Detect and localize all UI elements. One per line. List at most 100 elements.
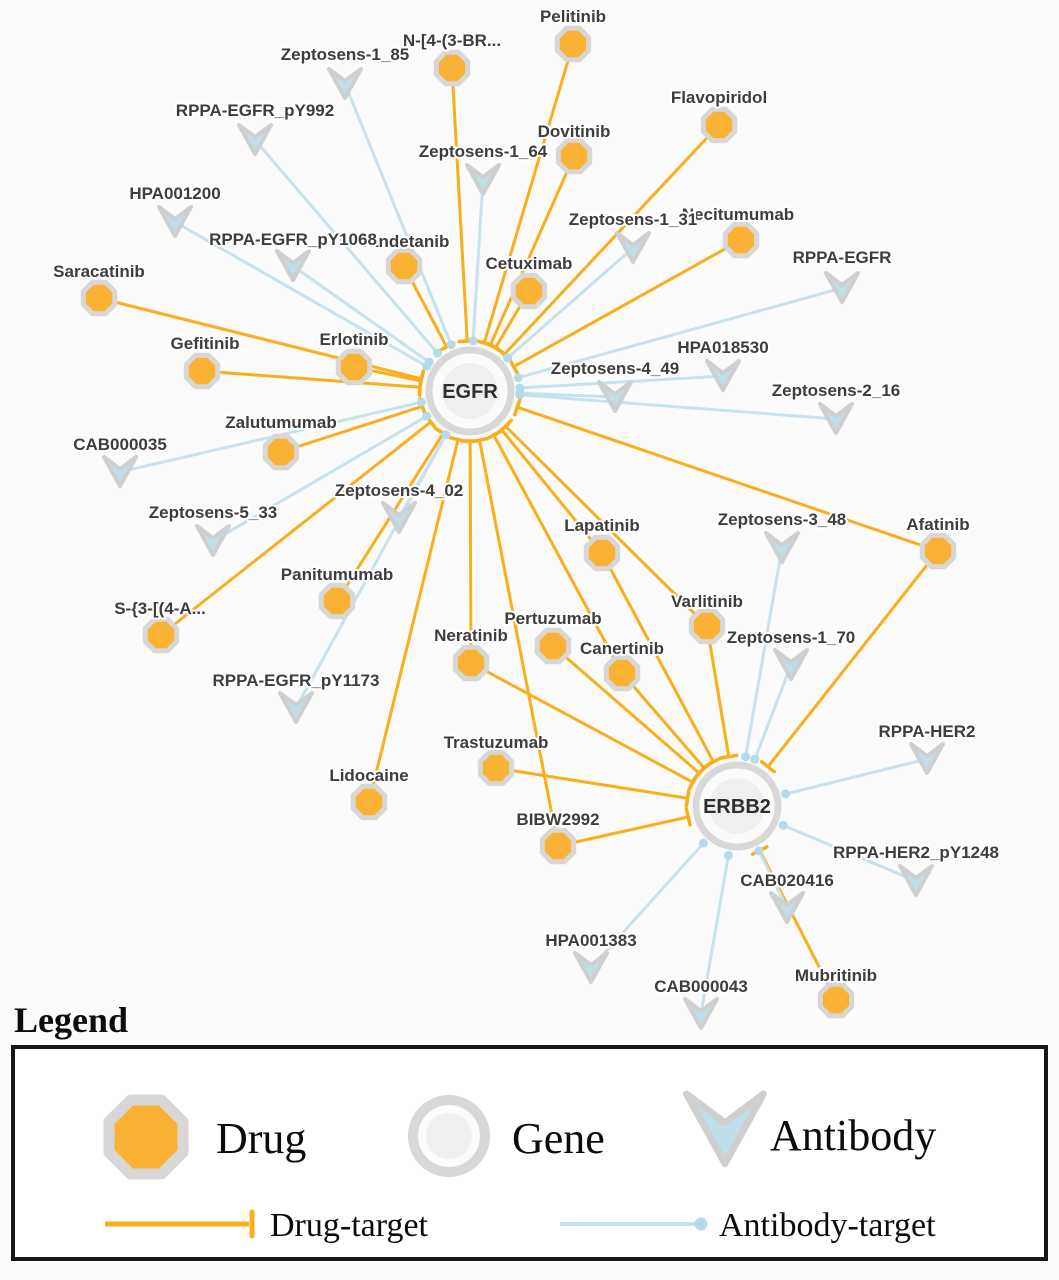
- antibody-target-edge: [294, 434, 448, 709]
- antibody-target-edge: [785, 757, 928, 796]
- drug-target-edge: [160, 420, 432, 637]
- antibody-node-cab020416: [769, 891, 805, 924]
- drug-label-lapatinib: Lapatinib: [564, 516, 640, 535]
- antibody-target-edge: [589, 842, 705, 970]
- drug-target-edge: [557, 815, 689, 848]
- drug-node-varlitinib: [688, 607, 726, 645]
- antibody-node-hpa018530: [705, 359, 741, 392]
- drug-label-dovitinib: Dovitinib: [538, 122, 611, 141]
- antibody-target-edge: [506, 246, 634, 360]
- drug-node-cetuximab: [510, 272, 548, 310]
- drug-target-edge: [492, 434, 624, 674]
- antibody-node-zeptosens-1-85: [327, 67, 363, 100]
- drug-target-edge: [500, 428, 604, 554]
- antibody-target-dot: [513, 373, 523, 383]
- antibody-target-dot: [741, 752, 751, 762]
- drug-node-necitumumab: [722, 221, 760, 259]
- drug-node-panitumumab: [318, 582, 356, 620]
- drug-node-vandetanib: [385, 247, 423, 285]
- antibody-node-hpa001383: [573, 951, 609, 984]
- antibody-node-zeptosens-5-33: [195, 524, 231, 557]
- node-layer: [80, 25, 957, 1030]
- legend-drug-icon: [103, 1094, 189, 1180]
- antibody-node-rppa-her2-py1248: [898, 864, 934, 897]
- drug-label-afatinib: Afatinib: [906, 515, 969, 534]
- legend-gene-icon-inner: [426, 1113, 472, 1159]
- drug-target-edge: [482, 43, 575, 344]
- antibody-target-dot: [441, 430, 451, 440]
- antibody-node-cab000043: [683, 997, 719, 1030]
- antibody-node-zeptosens-1-31: [615, 231, 651, 264]
- drug-target-edge: [478, 439, 560, 847]
- drug-label-pertuzumab: Pertuzumab: [504, 609, 601, 628]
- legend-antibody-target-dot: [694, 1217, 708, 1231]
- antibody-label-zeptosens-1-70: Zeptosens-1_70: [727, 628, 856, 647]
- antibody-node-zeptosens-1-70: [773, 648, 809, 681]
- drug-target-edge: [512, 238, 742, 368]
- drug-target-tee: [719, 753, 739, 760]
- antibody-node-zeptosens-1-64: [465, 163, 501, 196]
- drug-target-edge: [495, 766, 688, 800]
- antibody-label-rppa-egfr-py1068: RPPA-EGFR_pY1068: [209, 230, 377, 249]
- antibody-target-dot: [503, 353, 513, 363]
- drug-target-tee: [486, 342, 505, 354]
- drug-label-cetuximab: Cetuximab: [486, 254, 573, 273]
- gene-label-erbb2: ERBB2: [703, 796, 771, 818]
- antibody-node-zeptosens-2-16: [818, 402, 854, 435]
- antibody-target-edge: [744, 547, 784, 758]
- antibody-target-edge: [517, 286, 843, 380]
- antibody-target-edge: [519, 391, 616, 399]
- drug-label-s3-4a: S-{3-[(4-A...: [114, 599, 206, 618]
- gene-node-inner-erbb2: [709, 778, 765, 834]
- drug-node-trastuzumab: [477, 749, 515, 787]
- legend-drug-label: Drug: [216, 1114, 306, 1163]
- antibody-target-edge: [519, 374, 724, 390]
- drug-label-neratinib: Neratinib: [434, 626, 508, 645]
- antibody-target-dot: [723, 850, 733, 860]
- drug-target-edge: [600, 552, 715, 763]
- antibody-target-dot: [424, 357, 434, 367]
- drug-label-canertinib: Canertinib: [580, 639, 664, 658]
- drug-label-vandetanib: Vandetanib: [359, 232, 450, 251]
- antibody-label-rppa-her2-py1248: RPPA-HER2_pY1248: [833, 843, 999, 862]
- antibody-target-edge: [212, 414, 428, 543]
- antibody-target-dot: [781, 789, 791, 799]
- drug-target-edge: [468, 440, 473, 664]
- antibody-target-edge: [519, 393, 837, 421]
- antibody-node-rppa-her2: [909, 742, 945, 775]
- edge-layer: [98, 43, 940, 1015]
- antibody-target-dot: [699, 838, 709, 848]
- drug-target-tee: [512, 397, 522, 417]
- antibody-node-zeptosens-4-49: [597, 380, 633, 413]
- drug-target-edge: [201, 369, 421, 389]
- drug-label-n4-3br: N-[4-(3-BR...: [403, 31, 501, 50]
- drug-node-afatinib: [919, 532, 957, 570]
- antibody-target-edge: [753, 664, 793, 760]
- drug-node-zalutumumab: [262, 433, 300, 471]
- antibody-label-hpa018530: HPA018530: [677, 338, 768, 357]
- antibody-target-edge: [253, 139, 439, 355]
- drug-target-tee: [687, 773, 699, 792]
- antibody-label-zeptosens-4-49: Zeptosens-4_49: [551, 359, 680, 378]
- antibody-label-cab000035: CAB000035: [73, 435, 167, 454]
- antibody-label-zeptosens-3-48: Zeptosens-3_48: [718, 510, 847, 529]
- drug-target-edge: [516, 405, 939, 553]
- antibody-label-zeptosens-5-33: Zeptosens-5_33: [149, 503, 278, 522]
- drug-node-pertuzumab: [534, 627, 572, 665]
- drug-node-n4-3br: [433, 49, 471, 87]
- antibody-target-edge: [471, 179, 485, 342]
- legend-antibody-label: Antibody: [770, 1111, 936, 1160]
- drug-target-edge: [705, 625, 731, 757]
- drug-label-necitumumab: Necitumumab: [682, 205, 794, 224]
- antibody-node-rppa-egfr-py1068: [275, 249, 311, 282]
- drug-label-saracatinib: Saracatinib: [53, 262, 145, 281]
- antibody-node-rppa-egfr: [824, 271, 860, 304]
- antibody-node-rppa-egfr-py1173: [278, 691, 314, 724]
- drug-node-lapatinib: [583, 534, 621, 572]
- legend-title: Legend: [14, 1000, 128, 1040]
- antibody-label-zeptosens-1-64: Zeptosens-1_64: [419, 142, 548, 161]
- antibody-label-rppa-her2: RPPA-HER2: [879, 722, 976, 741]
- antibody-target-edge: [757, 850, 789, 909]
